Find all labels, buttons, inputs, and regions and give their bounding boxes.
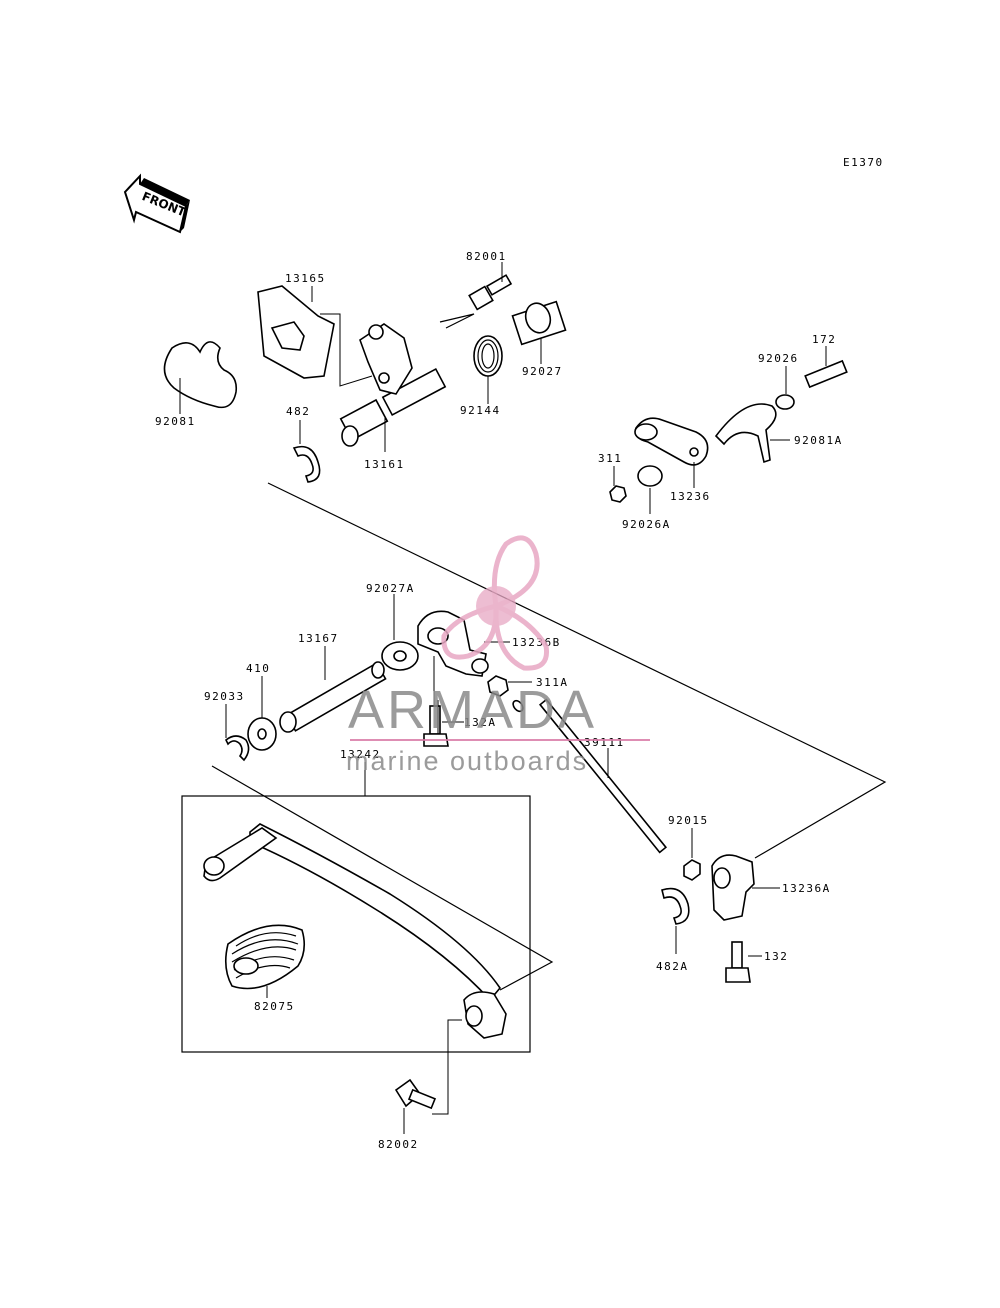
label-92081A: 92081A: [794, 434, 843, 447]
label-13236A: 13236A: [782, 882, 831, 895]
pedal-rubber-82075: [224, 924, 306, 990]
label-92081: 92081: [155, 415, 196, 428]
circlip-482: [292, 445, 321, 483]
plate-13165-slot: [270, 321, 305, 351]
gasket-92081: [163, 341, 238, 409]
label-13236: 13236: [670, 490, 711, 503]
label-13161: 13161: [364, 458, 405, 471]
nut-92015: [683, 859, 701, 881]
pedal-assembly-box: [181, 795, 531, 1053]
nut-311A: [487, 675, 509, 697]
washer-92026: [775, 394, 795, 410]
washer-410-hole: [257, 728, 267, 740]
clamp-13236B: [417, 610, 489, 677]
bolt-132: [725, 941, 751, 983]
label-482A: 482A: [656, 960, 689, 973]
washer-92027A-hole: [393, 650, 407, 662]
label-311A: 311A: [536, 676, 569, 689]
label-82002: 82002: [378, 1138, 419, 1151]
washer-92026A: [637, 465, 663, 487]
pin-82001: [468, 274, 513, 311]
spring-92144: [439, 313, 503, 377]
label-132A: 132A: [464, 716, 497, 729]
label-92144: 92144: [460, 404, 501, 417]
watermark-tagline: marine outboards: [346, 746, 588, 776]
label-92015: 92015: [668, 814, 709, 827]
circlip-92033: [224, 735, 250, 762]
label-132: 132: [764, 950, 788, 963]
circlip-482A: [661, 887, 690, 925]
label-13236B: 13236B: [512, 636, 561, 649]
shaft-13167: [279, 661, 387, 733]
lever-13236: [634, 417, 709, 466]
label-82001: 82001: [466, 250, 507, 263]
label-172: 172: [812, 333, 836, 346]
label-92027A: 92027A: [366, 582, 415, 595]
diagram-code: E1370: [843, 156, 884, 169]
label-92026: 92026: [758, 352, 799, 365]
nut-311: [609, 485, 627, 503]
label-82075: 82075: [254, 1000, 295, 1013]
watermark-brand: ARMADA: [348, 680, 597, 740]
stud-172: [804, 359, 848, 389]
label-13242: 13242: [340, 748, 381, 761]
shift-shaft-13161: [339, 323, 447, 447]
reference-line-lower: [211, 765, 554, 991]
clamp-13236A: [711, 854, 755, 921]
label-482: 482: [286, 405, 310, 418]
label-92027: 92027: [522, 365, 563, 378]
label-13167: 13167: [298, 632, 339, 645]
propeller-logo-icon: [441, 535, 550, 671]
label-311: 311: [598, 452, 622, 465]
front-arrow-icon: FRONT: [123, 173, 190, 234]
watermark: ARMADA marine outboards: [346, 535, 650, 776]
spring-92081A: [714, 403, 777, 464]
label-13165: 13165: [285, 272, 326, 285]
label-410: 410: [246, 662, 270, 675]
pedal-lever-13242: [203, 823, 507, 1039]
tie-rod-39111: [512, 698, 668, 854]
label-92026A: 92026A: [622, 518, 671, 531]
bolt-82002: [394, 1078, 437, 1110]
reference-line-upper: [267, 482, 887, 859]
label-92033: 92033: [204, 690, 245, 703]
collar-92027: [511, 300, 567, 346]
